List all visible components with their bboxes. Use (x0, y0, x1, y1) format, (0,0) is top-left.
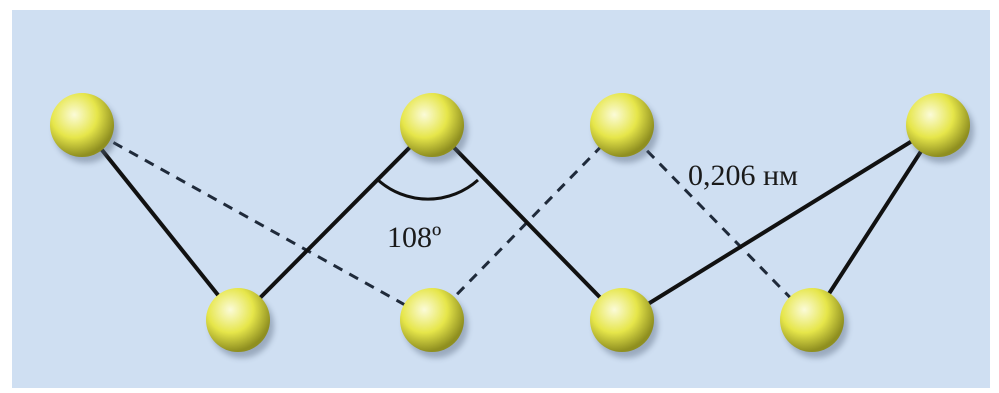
atom (50, 93, 118, 163)
atom (590, 93, 658, 163)
dashed-bond (81, 123, 433, 322)
atom (400, 288, 468, 358)
angle-label: 108º (387, 221, 441, 254)
bond (80, 123, 240, 322)
atom (780, 288, 848, 358)
atoms (50, 93, 974, 358)
bond (236, 123, 434, 322)
dashed-bond (620, 123, 814, 322)
distance-label: 0,206 нм (688, 159, 798, 192)
bond-angle-arc (377, 178, 479, 201)
atom (906, 93, 974, 163)
atom (206, 288, 274, 358)
dashed-bond (430, 123, 624, 322)
atom (400, 93, 468, 163)
bond (620, 123, 940, 322)
atom (590, 288, 658, 358)
bond (810, 123, 940, 322)
solid-bonds (80, 123, 940, 322)
bond (430, 123, 624, 322)
